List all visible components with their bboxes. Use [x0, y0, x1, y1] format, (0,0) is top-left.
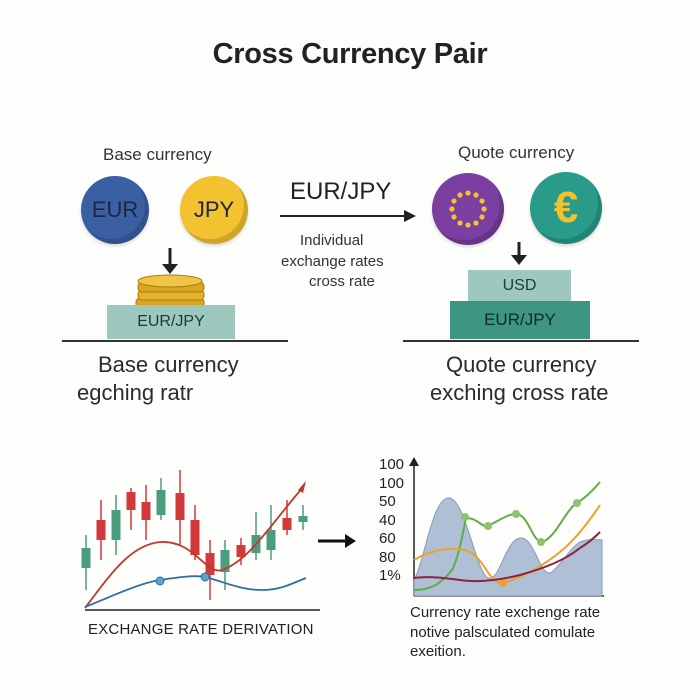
- jpy-coin-label: JPY: [193, 197, 235, 222]
- center-text-line3: cross rate: [309, 273, 375, 290]
- eu-flag-coin: [432, 173, 504, 245]
- candle-body: [96, 520, 106, 540]
- candle-body: [298, 516, 308, 522]
- center-text-line2: exchange rates: [281, 253, 384, 270]
- eu-stars-icon: [449, 190, 487, 228]
- y-tick-label: 80: [379, 548, 396, 566]
- y-tick-label: 50: [379, 493, 396, 510]
- y-tick-label: 60: [379, 530, 396, 547]
- right-caption-line2: exching cross rate: [430, 380, 609, 405]
- green-marker-dot: [461, 513, 469, 521]
- page-title: Cross Currency Pair: [212, 38, 488, 70]
- chart-caption-line1: Currency rate exchenge rate: [410, 604, 601, 621]
- green-line-series: [413, 481, 601, 591]
- left-pair-block-label: EUR/JPY: [137, 313, 205, 330]
- y-tick-label: 40: [379, 511, 396, 529]
- marker-dot: [200, 572, 210, 582]
- green-marker-dot: [484, 522, 492, 530]
- y-tick-label: 100: [379, 456, 405, 473]
- eur-coin-label: EUR: [91, 197, 139, 222]
- candle-body: [156, 490, 166, 515]
- y-tick-label: 100: [379, 474, 405, 492]
- green-marker-dot: [512, 510, 520, 518]
- right-caption-line1: Quote currency: [446, 352, 597, 377]
- area-series: [413, 497, 603, 597]
- trend-arrowhead-icon: [298, 481, 306, 493]
- euro-symbol-icon: €: [553, 183, 579, 232]
- candle-body: [205, 553, 215, 575]
- candle-body: [126, 492, 136, 510]
- candle-body: [220, 550, 230, 572]
- trend-line-blue: [84, 575, 307, 608]
- candle-body: [282, 518, 292, 530]
- right-pair-block: EUR/JPY: [450, 301, 590, 339]
- orange-marker-dot: [499, 579, 507, 587]
- chart-caption-line2: notive palsculated comulate: [410, 624, 596, 641]
- left-caption-line2: egching ratr: [77, 380, 194, 405]
- maroon-line-series: [413, 531, 601, 583]
- left-baseline: [62, 340, 288, 342]
- y-tick-column: 100 100 50 40 60 80 1%: [379, 456, 409, 586]
- chart-caption-line3: exeition.: [410, 643, 466, 660]
- eur-coin: EUR: [81, 176, 149, 244]
- marker-dot: [155, 576, 165, 586]
- orange-line-series: [413, 504, 601, 585]
- candle-body: [111, 510, 121, 540]
- usd-block: USD: [468, 270, 571, 301]
- candle-body: [175, 493, 185, 520]
- right-pair-block-label: EUR/JPY: [484, 310, 556, 329]
- candle-body: [266, 530, 276, 550]
- y-tick-label: 1%: [379, 567, 401, 584]
- center-pair-label: EUR/JPY: [290, 178, 392, 205]
- left-pair-block: EUR/JPY: [107, 305, 235, 339]
- candle-body: [190, 520, 200, 555]
- candlesticks: [81, 470, 308, 600]
- trend-line-red: [84, 485, 305, 609]
- green-marker-dot: [573, 499, 581, 507]
- quote-currency-header: Quote currency: [458, 143, 575, 162]
- candle-body: [81, 548, 91, 568]
- y-axis-arrowhead-icon: [409, 457, 419, 466]
- derivation-caption: EXCHANGE RATE DERIVATION: [88, 621, 314, 638]
- base-currency-header: Base currency: [103, 145, 212, 164]
- left-caption-line1: Base currency: [98, 352, 239, 377]
- candle-body: [141, 502, 151, 520]
- right-baseline: [403, 340, 639, 342]
- candle-body: [251, 535, 261, 553]
- usd-block-label: USD: [502, 276, 537, 294]
- center-text-line1: Individual: [300, 232, 364, 249]
- green-marker-dot: [537, 538, 545, 546]
- jpy-coin: JPY: [180, 176, 248, 244]
- candle-body: [236, 545, 246, 557]
- euro-coin: €: [530, 172, 602, 244]
